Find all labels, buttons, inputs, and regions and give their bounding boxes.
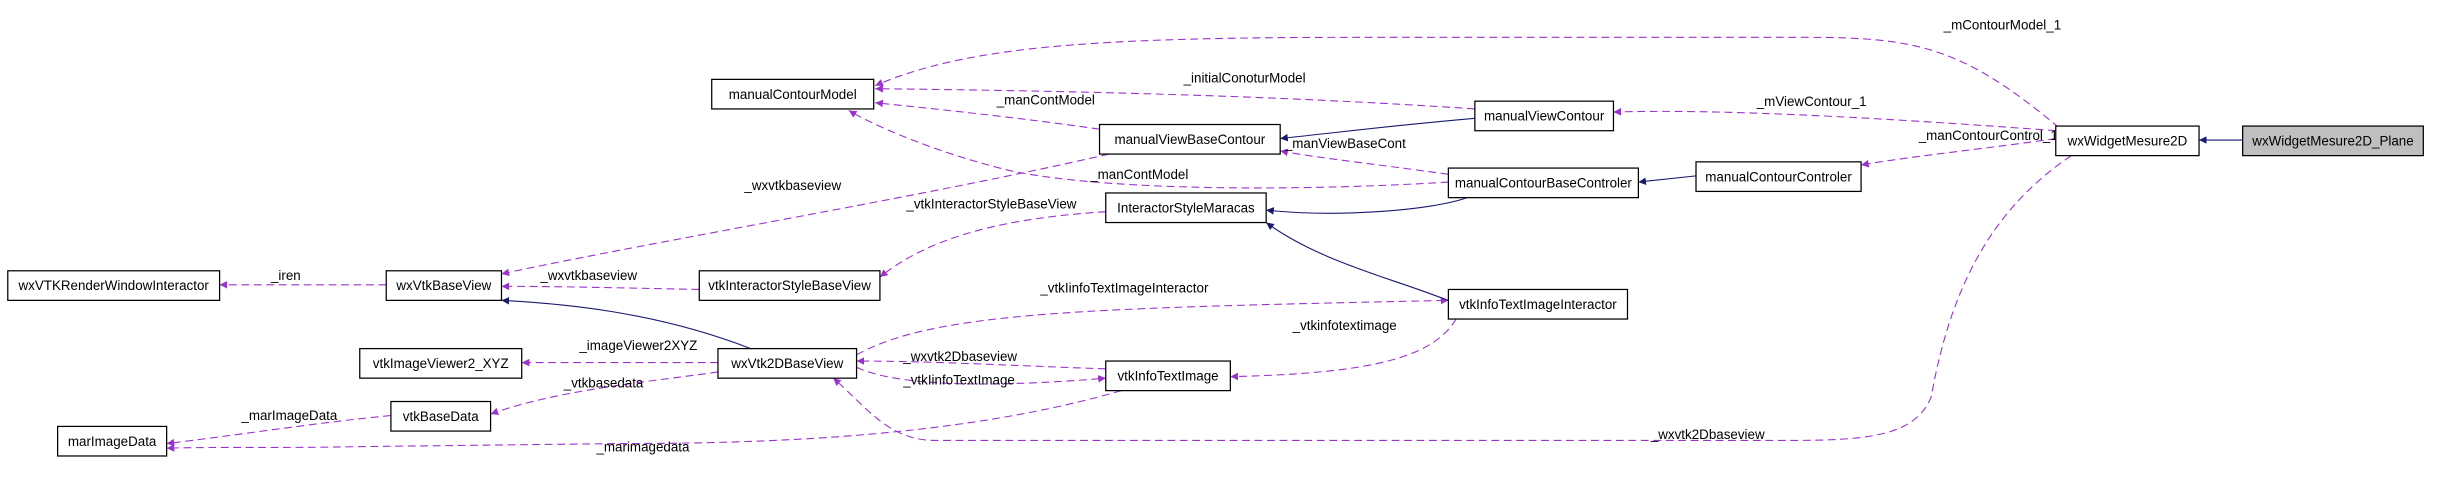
edge-label: _mContourModel_1	[1943, 18, 2062, 33]
class-node-wxWidgetMesure2D[interactable]: wxWidgetMesure2D	[2055, 125, 2200, 157]
node-box	[1098, 123, 1281, 155]
node-box	[7, 270, 221, 301]
node-label: wxVtk2DBaseView	[730, 356, 843, 371]
node-box	[1447, 167, 1640, 199]
node-label: wxVtkBaseView	[395, 278, 491, 293]
class-node-vtkInteractorStyleBaseView[interactable]: vtkInteractorStyleBaseView	[698, 270, 881, 301]
node-box	[1474, 100, 1615, 132]
node-label: manualContourBaseControler	[1455, 176, 1633, 191]
usage-edge	[1230, 318, 1457, 381]
edge-label: _initialConoturModel	[1183, 70, 1306, 85]
inheritance-edge	[1280, 117, 1475, 142]
node-box	[1447, 288, 1629, 320]
edge-label: _wxvtkbaseview	[539, 268, 637, 283]
edge-label: _vtkIinfoTextImage	[902, 372, 1015, 387]
node-label: wxWidgetMesure2D_Plane	[2251, 134, 2413, 149]
usage-edge	[879, 211, 1106, 278]
node-label: vtkImageViewer2_XYZ	[373, 356, 509, 371]
edge-label: _vtkInteractorStyleBaseView	[905, 197, 1076, 212]
class-node-wxVTKRenderWindowInteractor[interactable]: wxVTKRenderWindowInteractor	[7, 270, 221, 301]
edge-label: _manContourControl_1	[1918, 128, 2058, 143]
node-label: InteractorStyleMaracas	[1117, 200, 1255, 215]
node-label: wxWidgetMesure2D	[2067, 134, 2188, 149]
node-box	[390, 400, 492, 432]
edge-label: _manContModel	[996, 92, 1095, 107]
node-label: manualContourControler	[1705, 169, 1852, 184]
usage-edge	[166, 390, 1122, 452]
node-label: vtkInfoTextImage	[1117, 369, 1218, 384]
usage-edge	[848, 110, 1449, 189]
edge-label: _imageViewer2XYZ	[578, 338, 697, 353]
usage-edge	[501, 153, 1109, 277]
inheritance-edge	[1638, 175, 1697, 186]
node-box	[711, 78, 875, 110]
edge-label: _wxvtk2Dbaseview	[902, 349, 1017, 364]
edge-label: _marimagedata	[595, 439, 690, 454]
class-node-manualContourControler[interactable]: manualContourControler	[1695, 161, 1862, 193]
edge-label: _manContModel	[1089, 167, 1188, 182]
edge-label: _marImageData	[240, 408, 337, 423]
edge-label: _wxvtk2Dbaseview	[1650, 427, 1765, 442]
usage-edge	[166, 414, 391, 447]
node-box	[1695, 161, 1862, 193]
node-label: vtkInteractorStyleBaseView	[708, 278, 871, 293]
edge-label: _vtkbasedata	[563, 376, 644, 391]
node-box	[57, 425, 168, 457]
node-box	[1105, 192, 1267, 224]
node-box	[385, 270, 503, 301]
node-label: marImageData	[68, 434, 157, 449]
usage-edge	[1280, 148, 1449, 175]
class-node-manualContourBaseControler[interactable]: manualContourBaseControler	[1447, 167, 1640, 199]
class-node-vtkImageViewer2_XYZ[interactable]: vtkImageViewer2_XYZ	[359, 347, 523, 379]
node-box	[359, 347, 523, 379]
usage-edge	[501, 282, 700, 291]
usage-edge	[875, 84, 1475, 110]
class-node-vtkInfoTextImageInteractor[interactable]: vtkInfoTextImageInteractor	[1447, 288, 1629, 320]
node-box	[698, 270, 881, 301]
node-box	[717, 347, 858, 379]
node-label: manualContourModel	[729, 87, 857, 102]
class-node-marImageData[interactable]: marImageData	[57, 425, 168, 457]
node-label: manualViewContour	[1484, 109, 1605, 124]
usage-edge	[875, 99, 1100, 130]
class-node-vtkInfoTextImage[interactable]: vtkInfoTextImage	[1105, 360, 1231, 392]
inheritance-edge	[1266, 197, 1468, 215]
edge-label: _manViewBaseCont	[1284, 136, 1406, 151]
usage-edge	[1613, 108, 2056, 132]
edge-label: _iren	[270, 268, 301, 283]
class-node-wxVtk2DBaseView[interactable]: wxVtk2DBaseView	[717, 347, 858, 379]
usage-edge	[832, 155, 2072, 441]
edge-label: _wxvtkbaseview	[743, 178, 841, 193]
class-node-InteractorStyleMaracas[interactable]: InteractorStyleMaracas	[1105, 192, 1267, 224]
usage-edge	[1860, 137, 2056, 168]
usage-edge	[856, 357, 1106, 370]
edge-label: _vtkIinfoTextImageInteractor	[1039, 281, 1209, 296]
class-node-wxVtkBaseView[interactable]: wxVtkBaseView	[385, 270, 503, 301]
node-box	[2242, 125, 2424, 157]
usage-edge	[875, 36, 2060, 129]
usage-edge	[856, 366, 1106, 385]
edge-label: _vtkinfotextimage	[1292, 318, 1397, 333]
node-label: wxVTKRenderWindowInteractor	[18, 278, 210, 293]
inheritance-edge	[1265, 222, 1460, 306]
class-node-vtkBaseData[interactable]: vtkBaseData	[390, 400, 492, 432]
class-node-manualContourModel[interactable]: manualContourModel	[711, 78, 875, 110]
usage-edge	[490, 371, 719, 416]
node-box	[2055, 125, 2200, 157]
node-box	[1105, 360, 1231, 392]
edge-label: _mViewContour_1	[1756, 94, 1867, 109]
node-label: vtkInfoTextImageInteractor	[1459, 297, 1617, 312]
inheritance-edge	[501, 296, 751, 350]
class-node-wxWidgetMesure2D_Plane[interactable]: wxWidgetMesure2D_Plane	[2242, 125, 2424, 157]
node-label: manualViewBaseContour	[1114, 132, 1265, 147]
class-node-manualViewContour[interactable]: manualViewContour	[1474, 100, 1615, 132]
node-label: vtkBaseData	[403, 409, 479, 424]
usage-edge	[856, 296, 1449, 356]
class-node-manualViewBaseContour[interactable]: manualViewBaseContour	[1098, 123, 1281, 155]
